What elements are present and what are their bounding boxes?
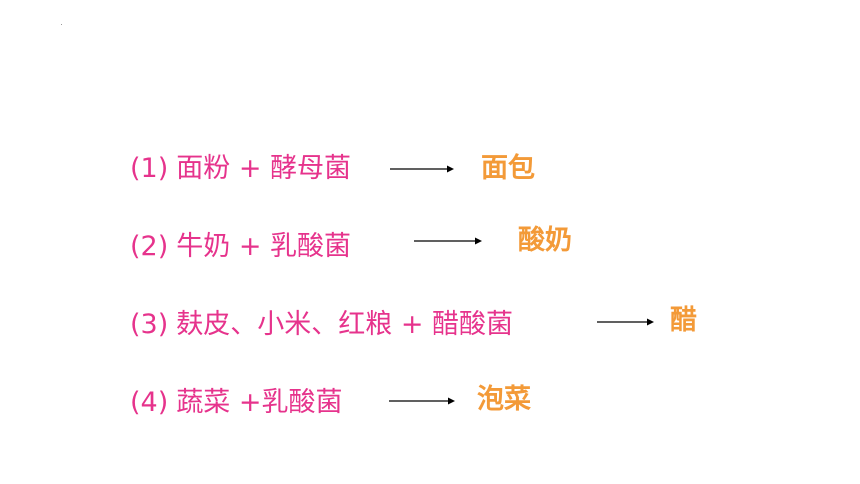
- equation-reactants: 麸皮、小米、红粮 + 醋酸菌: [176, 309, 514, 340]
- equation-product: 面包: [481, 153, 535, 184]
- equation-reactants: 牛奶 + 乳酸菌: [176, 231, 352, 262]
- equation-reactants: 面粉 + 酵母菌: [176, 153, 352, 184]
- equation-reactants: 蔬菜 +乳酸菌: [176, 387, 343, 418]
- equation-number: (3): [130, 309, 169, 340]
- decorative-dot: [61, 24, 62, 25]
- reaction-arrow-icon: [389, 395, 455, 407]
- equation-row-3: (3) 麸皮、小米、红粮 + 醋酸菌: [130, 305, 513, 345]
- equation-row-4: (4) 蔬菜 +乳酸菌: [130, 383, 342, 423]
- equation-number: (1): [130, 153, 169, 184]
- equation-product: 酸奶: [518, 225, 572, 256]
- equation-row-1: (1) 面粉 + 酵母菌: [130, 149, 351, 189]
- equation-number: (4): [130, 387, 169, 418]
- reaction-arrow-icon: [390, 163, 454, 175]
- equation-product: 醋: [670, 305, 697, 336]
- equation-product: 泡菜: [477, 384, 531, 415]
- equation-row-2: (2) 牛奶 + 乳酸菌: [130, 227, 351, 267]
- equation-number: (2): [130, 231, 169, 262]
- reaction-arrow-icon: [597, 316, 654, 328]
- reaction-arrow-icon: [414, 235, 482, 247]
